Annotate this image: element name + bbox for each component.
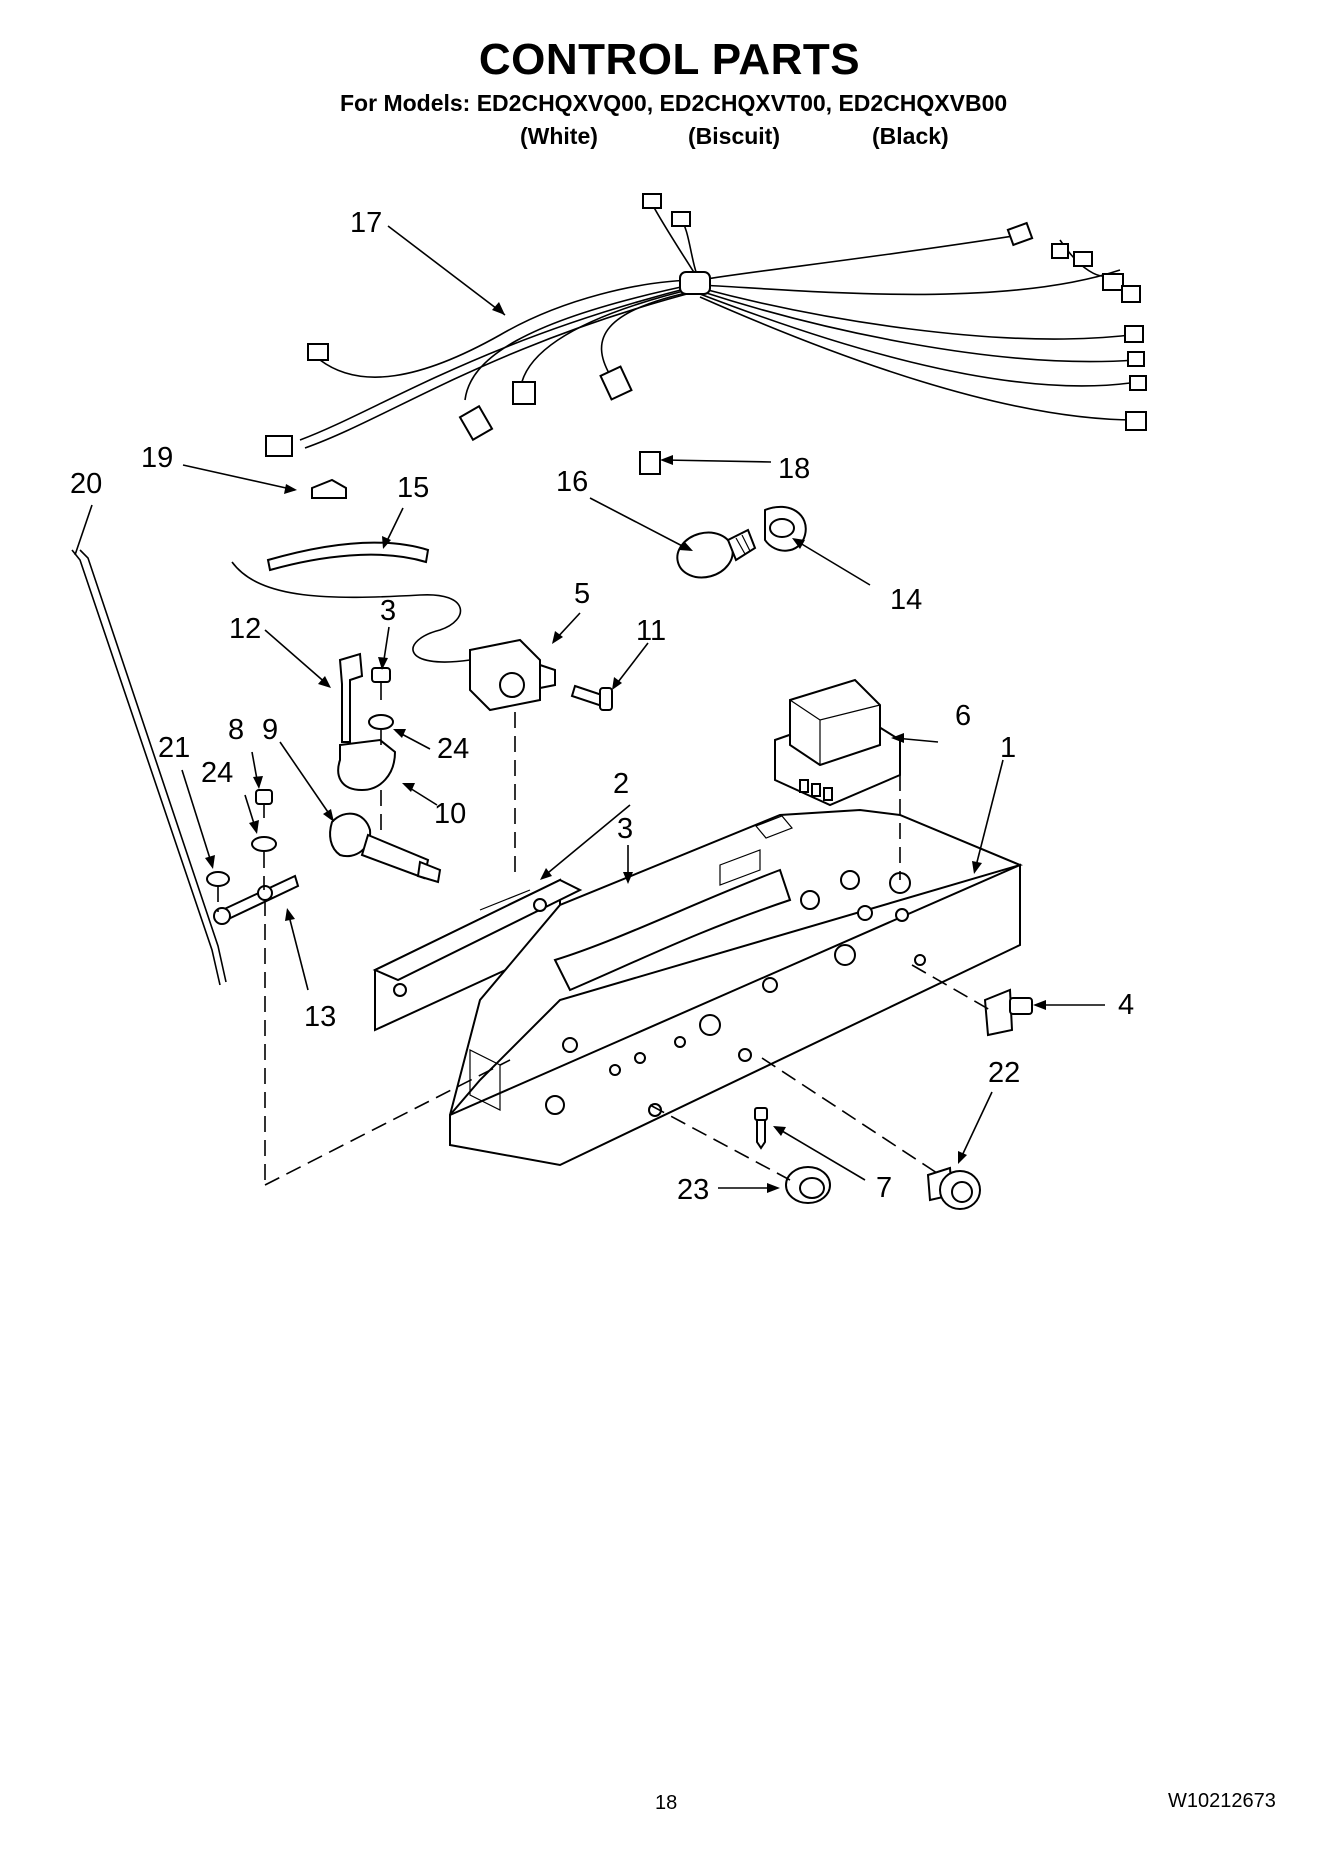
color-biscuit: (Biscuit) — [688, 123, 780, 149]
callout-3b: 3 — [617, 813, 633, 845]
thermostat-part — [231, 561, 556, 712]
callout-21: 21 — [158, 732, 190, 764]
models-line: For Models: ED2CHQXVQ00, ED2CHQXVT00, ED… — [340, 90, 1008, 116]
alignment-lines — [217, 712, 991, 1186]
screw-part-3a — [371, 667, 391, 700]
rod-part — [71, 549, 227, 986]
callout-24a: 24 — [437, 733, 469, 765]
callout-23: 23 — [677, 1174, 709, 1206]
color-white: (White) — [520, 123, 598, 149]
callout-19: 19 — [141, 442, 173, 474]
callout-7: 7 — [876, 1172, 892, 1204]
callout-9: 9 — [262, 714, 278, 746]
leader-lines — [74, 225, 1105, 1193]
callout-3a: 3 — [380, 595, 396, 627]
control-bracket-part — [372, 878, 583, 1032]
callout-10: 10 — [434, 798, 466, 830]
callout-12: 12 — [229, 613, 261, 645]
control-housing-part — [449, 808, 1023, 1167]
washer-part-24b — [251, 836, 277, 852]
wire-harness-part — [265, 193, 1147, 457]
callout-labels: 1 2 3 3 4 5 6 7 8 9 10 11 12 13 14 15 16… — [70, 207, 1134, 1206]
washer-part-24a — [368, 714, 394, 730]
screw-part-11 — [570, 684, 613, 711]
tube-part — [266, 541, 430, 572]
small-clip-part — [311, 478, 347, 499]
screw-part-8 — [255, 789, 273, 818]
page-title: CONTROL PARTS — [478, 35, 861, 84]
button-part-23 — [785, 1166, 831, 1204]
page-number: 18 — [655, 1792, 678, 1814]
clip-part — [639, 451, 661, 475]
retainer-part — [337, 738, 397, 792]
callout-8: 8 — [228, 714, 244, 746]
callout-18: 18 — [778, 453, 810, 485]
bracket-part — [338, 652, 364, 743]
washer-part-21 — [206, 871, 230, 887]
callout-17: 17 — [350, 207, 382, 239]
callout-11: 11 — [636, 615, 666, 647]
linkage-arm-part — [213, 874, 300, 925]
switch-part — [983, 988, 1033, 1037]
screw-part-7 — [754, 1107, 768, 1150]
callout-13: 13 — [304, 1001, 336, 1033]
callout-24b: 24 — [201, 757, 233, 789]
callout-6: 6 — [955, 700, 971, 732]
color-black: (Black) — [872, 123, 949, 149]
callout-14: 14 — [890, 584, 922, 616]
callout-15: 15 — [397, 472, 429, 504]
light-bulb-part — [676, 528, 757, 579]
callout-1: 1 — [1000, 732, 1016, 764]
callout-22: 22 — [988, 1057, 1020, 1089]
callout-20: 20 — [70, 468, 102, 500]
button-part-22 — [926, 1166, 981, 1210]
callout-2: 2 — [613, 768, 629, 800]
callout-16: 16 — [556, 466, 588, 498]
knob-shaft-part — [329, 812, 442, 884]
document-number: W10212673 — [1168, 1790, 1276, 1812]
callout-4: 4 — [1118, 989, 1134, 1021]
callout-5: 5 — [574, 578, 590, 610]
transformer-part — [774, 678, 901, 807]
